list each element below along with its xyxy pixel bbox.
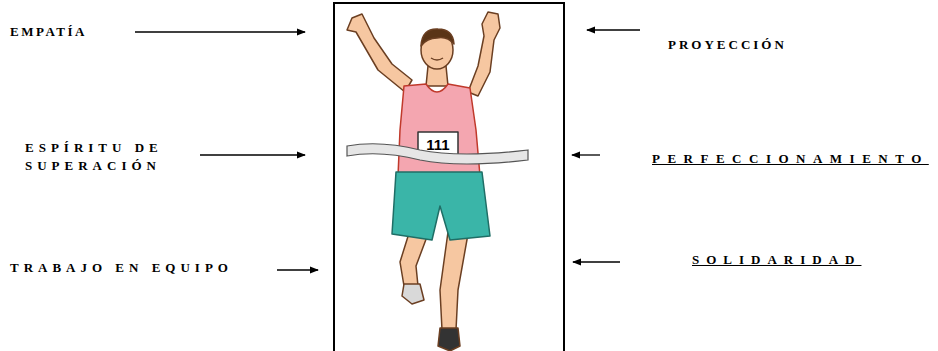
illustration-frame: 111	[333, 2, 565, 351]
value-label: SOLIDARIDAD	[692, 251, 861, 269]
leader-arrow	[200, 154, 305, 155]
bib-number: 111	[418, 132, 458, 158]
leader-arrow	[587, 29, 640, 30]
value-label: ESPÍRITU DE SUPERACIÓN	[25, 139, 205, 175]
leader-arrow	[135, 31, 305, 32]
leader-arrow	[277, 269, 318, 270]
leader-arrow	[573, 261, 620, 262]
value-label: PERFECCIONAMIENTO	[652, 150, 929, 168]
value-label: TRABAJO EN EQUIPO	[10, 259, 233, 277]
leader-arrow	[572, 154, 600, 155]
value-label: PROYECCIÓN	[668, 36, 787, 54]
value-label: EMPATÍA	[10, 23, 87, 41]
runner-figure	[347, 12, 500, 351]
